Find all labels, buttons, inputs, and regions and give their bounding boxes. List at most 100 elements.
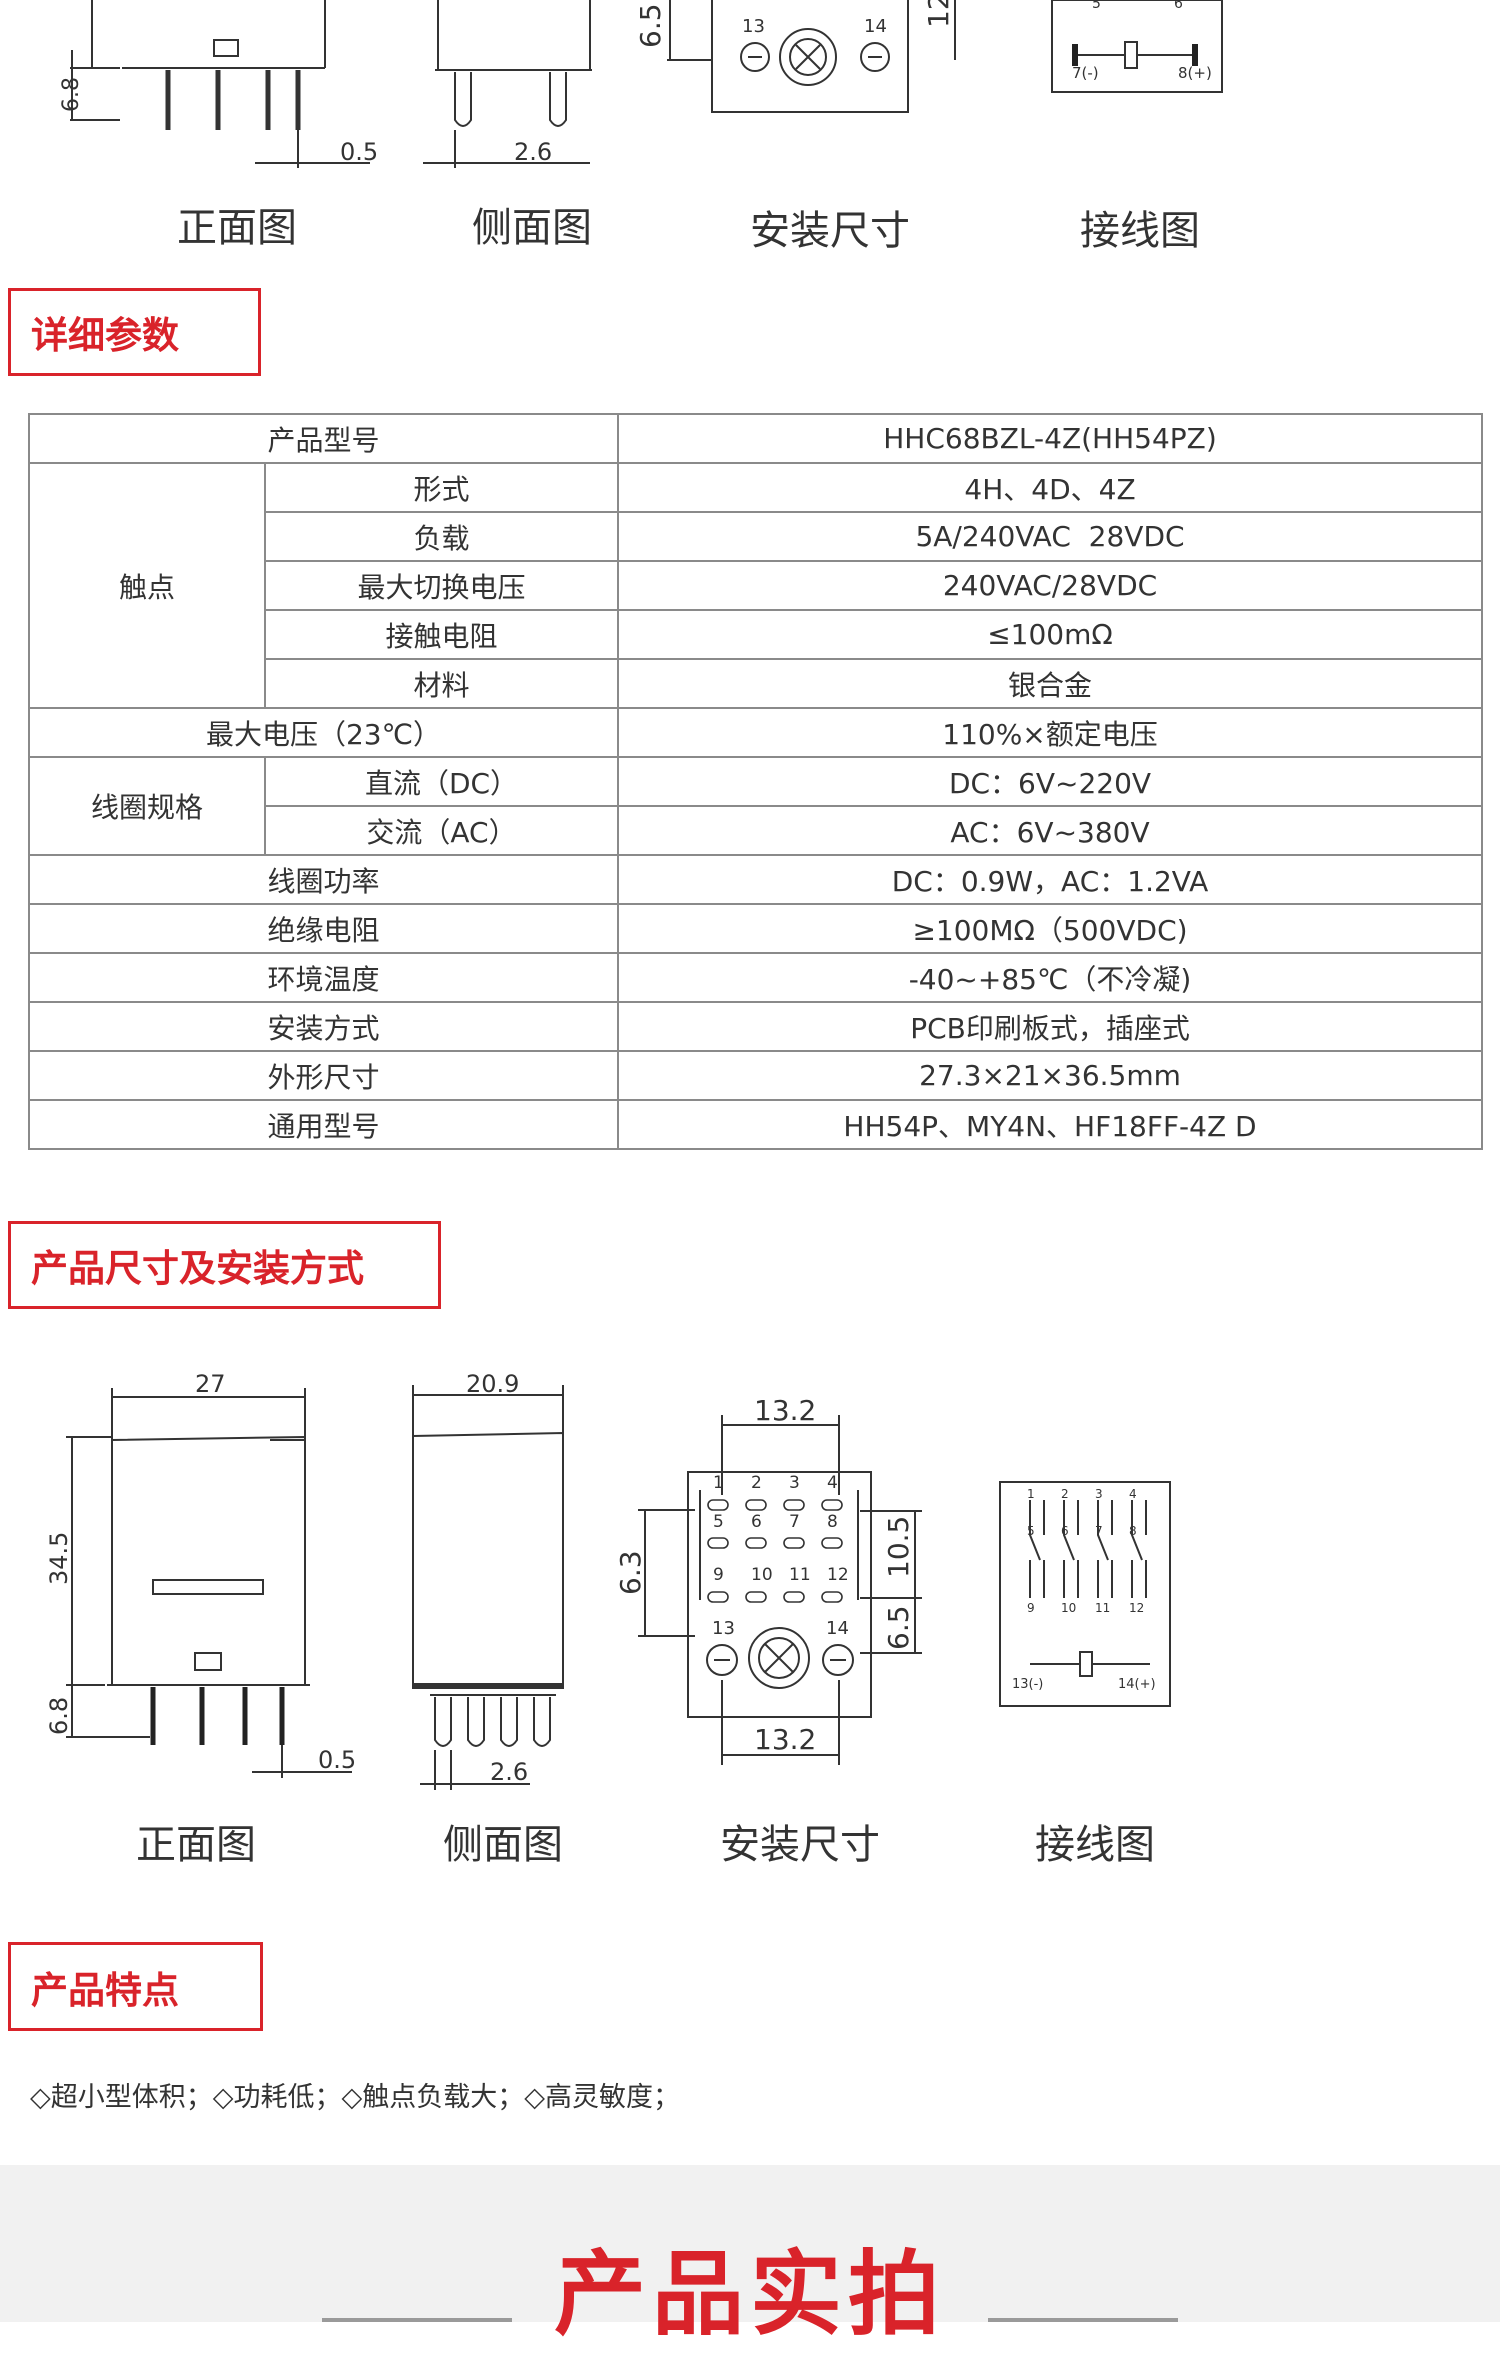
terminal-hole	[821, 1537, 843, 1549]
table-row: 负载 5A/240VAC 28VDC	[29, 511, 1484, 562]
wiring-terminal-label: 7	[1095, 1524, 1103, 1538]
terminal-hole	[745, 1499, 767, 1511]
spec-label: 最大切换电压	[263, 560, 620, 611]
wiring-terminal-label: 3	[1095, 1487, 1103, 1501]
dim-mount-12: 12	[922, 0, 955, 28]
terminal-label: 3	[789, 1473, 800, 1493]
wiring-6: 6	[1174, 0, 1183, 12]
dim-front-pin-w: 0.5	[318, 1746, 356, 1774]
dim-mount-top: 13.2	[754, 1394, 816, 1427]
spec-label: 接触电阻	[263, 609, 620, 660]
caption-side: 侧面图	[472, 205, 592, 251]
spec-value: PCB印刷板式，插座式	[617, 1001, 1484, 1052]
section-features-title: 产品特点	[31, 1968, 179, 2012]
wiring-5: 5	[1092, 0, 1101, 12]
spec-value: 4H、4D、4Z	[617, 462, 1484, 513]
dim-side-pitch: 2.6	[490, 1758, 528, 1786]
terminal-label: 10	[751, 1565, 773, 1585]
dim-height-68: 6.8	[59, 77, 84, 112]
dim-mount-65: 6.5	[634, 3, 667, 48]
spec-label: 直流（DC）	[263, 756, 620, 807]
dimension-drawings: 27 34.5 6.8 0.5 20.9 2.6 13.2 13.2 6.3 1…	[45, 1370, 1171, 1790]
caption-wiring: 接线图	[1035, 1822, 1155, 1868]
dim-side-width: 20.9	[466, 1370, 519, 1398]
section-detail-header: 详细参数	[8, 288, 261, 376]
terminal-hole	[707, 1591, 729, 1603]
caption-mount: 安装尺寸	[720, 1822, 880, 1868]
spec-label: 安装方式	[27, 1001, 620, 1052]
spec-value: AC：6V~380V	[617, 805, 1484, 856]
terminal-hole	[821, 1499, 843, 1511]
spec-value: 银合金	[617, 658, 1484, 709]
table-row: 安装方式 PCB印刷板式，插座式	[27, 1001, 1484, 1052]
spec-value: DC：0.9W，AC：1.2VA	[617, 854, 1484, 905]
terminal-label: 6	[751, 1512, 762, 1532]
contact-symbol	[1097, 1500, 1113, 1598]
wiring-terminal-label: 12	[1129, 1601, 1144, 1615]
terminal-label: 2	[751, 1473, 762, 1493]
section-dimensions-title: 产品尺寸及安装方式	[31, 1247, 364, 1290]
table-row: 线圈规格 直流（DC） DC：6V~220V	[28, 756, 1484, 856]
terminal-label: 9	[713, 1565, 724, 1585]
spec-value: -40~+85℃（不冷凝)	[617, 952, 1484, 1003]
spec-label: 交流（AC）	[263, 805, 620, 856]
terminal-hole	[783, 1537, 805, 1549]
terminal-13: 13	[742, 16, 765, 37]
terminal-14: 14	[864, 16, 887, 37]
terminal-label: 4	[827, 1473, 838, 1493]
dim-front-pin-len: 6.8	[45, 1697, 73, 1735]
spec-label: 线圈功率	[27, 854, 620, 905]
spec-table: 产品型号 HHC68BZL-4Z(HH54PZ) 触点 形式 4H、4D、4Z …	[27, 413, 1484, 1150]
table-row: 环境温度 -40~+85℃（不冷凝)	[27, 952, 1484, 1003]
table-row: 通用型号 HH54P、MY4N、HF18FF-4Z D	[27, 1099, 1484, 1150]
contact-symbol	[1131, 1500, 1147, 1598]
terminal-hole	[783, 1591, 805, 1603]
contact-symbol	[1029, 1500, 1045, 1598]
spec-label: 产品型号	[27, 413, 620, 464]
section-dimensions-header: 产品尺寸及安装方式	[8, 1221, 441, 1309]
coil-pos-label: 8(+)	[1178, 64, 1212, 82]
spec-label: 形式	[263, 462, 620, 513]
wiring-terminal-label: 1	[1027, 1487, 1035, 1501]
spec-group-contact: 触点	[28, 462, 266, 709]
table-row: 接触电阻 ≤100mΩ	[29, 609, 1484, 660]
photos-title: 产品实拍	[553, 2241, 946, 2348]
caption-wiring: 接线图	[1080, 208, 1200, 254]
spec-label: 负载	[263, 511, 620, 562]
dim-mount-right-lower: 6.5	[882, 1605, 915, 1650]
spec-value: 240VAC/28VDC	[617, 560, 1484, 611]
table-row: 线圈功率 DC：0.9W，AC：1.2VA	[27, 854, 1484, 905]
table-row: 最大电压（23℃） 110%×额定电压	[27, 707, 1484, 758]
wiring-terminal-label: 2	[1061, 1487, 1069, 1501]
dim-mount-bottom: 13.2	[754, 1723, 816, 1756]
terminal-hole	[707, 1537, 729, 1549]
dim-mount-left: 6.3	[614, 1550, 647, 1595]
spec-value: HHC68BZL-4Z(HH54PZ)	[617, 413, 1484, 464]
terminal-label: 12	[827, 1565, 849, 1585]
spec-value: ≥100MΩ（500VDC)	[617, 903, 1484, 954]
spec-label: 通用型号	[27, 1099, 620, 1150]
caption-mount: 安装尺寸	[750, 208, 910, 254]
wiring-terminal-label: 4	[1129, 1487, 1137, 1501]
spec-value: HH54P、MY4N、HF18FF-4Z D	[617, 1099, 1484, 1150]
spec-value: 27.3×21×36.5mm	[617, 1050, 1484, 1101]
table-row: 外形尺寸 27.3×21×36.5mm	[27, 1050, 1484, 1101]
wiring-terminal-label: 6	[1061, 1524, 1069, 1538]
table-row: 交流（AC） AC：6V~380V	[29, 805, 1484, 856]
divider-right	[988, 2318, 1178, 2322]
wiring-terminal-label: 9	[1027, 1601, 1035, 1615]
terminal-hole	[821, 1591, 843, 1603]
terminal-hole	[707, 1499, 729, 1511]
spec-group-coil: 线圈规格	[28, 756, 266, 856]
table-row: 材料 银合金	[29, 658, 1484, 709]
terminal-hole	[745, 1537, 767, 1549]
table-row: 绝缘电阻 ≥100MΩ（500VDC)	[27, 903, 1484, 954]
terminal-label: 1	[713, 1473, 724, 1493]
caption-front: 正面图	[136, 1822, 256, 1868]
terminal-label: 11	[789, 1565, 811, 1585]
dim-pin-26: 2.6	[514, 138, 552, 166]
spec-value: 5A/240VAC 28VDC	[617, 511, 1484, 562]
features-text: ◇超小型体积；◇功耗低；◇触点负载大；◇高灵敏度；	[30, 2082, 681, 2113]
section-detail-title: 详细参数	[31, 314, 179, 357]
terminal-13-label: 13	[712, 1618, 735, 1639]
